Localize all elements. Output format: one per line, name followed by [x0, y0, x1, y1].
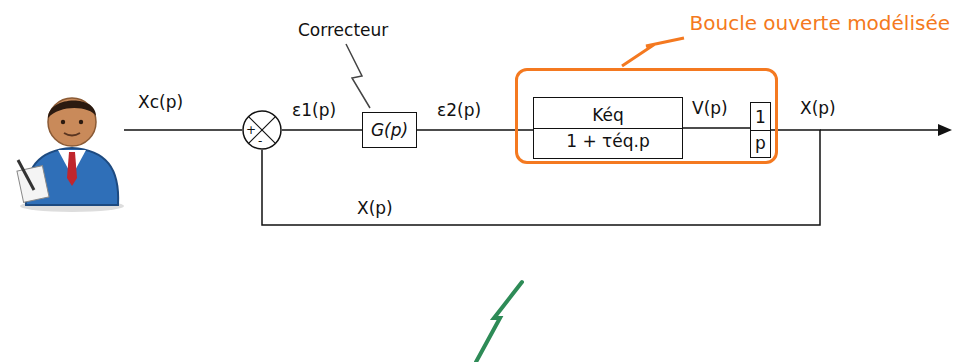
signal-name: ε1(p)	[290, 100, 338, 120]
numerator: Kéq	[534, 103, 682, 128]
open-loop-frame: Boucle ouverte modéliséeKéq1 + τéq.p1p	[515, 68, 778, 164]
callout-label: Correcteur	[296, 20, 390, 40]
signal-name: X(p)	[355, 198, 395, 218]
block-label: G(p)	[371, 120, 408, 140]
transfer-box: Kéq1 + τéq.p	[533, 97, 683, 159]
signal-wire	[282, 129, 362, 131]
output-signal: X(p)	[798, 98, 838, 118]
output-arrowhead	[938, 124, 952, 136]
integrator-box: 1p	[750, 102, 771, 158]
input-signal: Xc(p)	[136, 92, 185, 112]
signal-wire	[683, 127, 750, 129]
corrector-box: G(p)	[362, 112, 417, 148]
sign-mark: -	[258, 135, 262, 147]
leader-line	[622, 38, 684, 66]
output-wire	[820, 129, 940, 131]
denominator: 1 + τéq.p	[534, 129, 682, 153]
signal-name: V(p)	[690, 98, 730, 118]
pointer-stroke	[476, 282, 522, 362]
operator-icon	[17, 98, 124, 212]
signal-name: ε2(p)	[435, 100, 483, 120]
summing-junction: +-	[242, 110, 282, 150]
input-wire	[124, 129, 242, 131]
denominator: p	[751, 131, 770, 155]
numerator: 1	[751, 105, 770, 130]
leader-line	[346, 44, 370, 108]
sign-mark: +	[246, 124, 256, 136]
frame-title: Boucle ouverte modélisée	[690, 11, 951, 35]
